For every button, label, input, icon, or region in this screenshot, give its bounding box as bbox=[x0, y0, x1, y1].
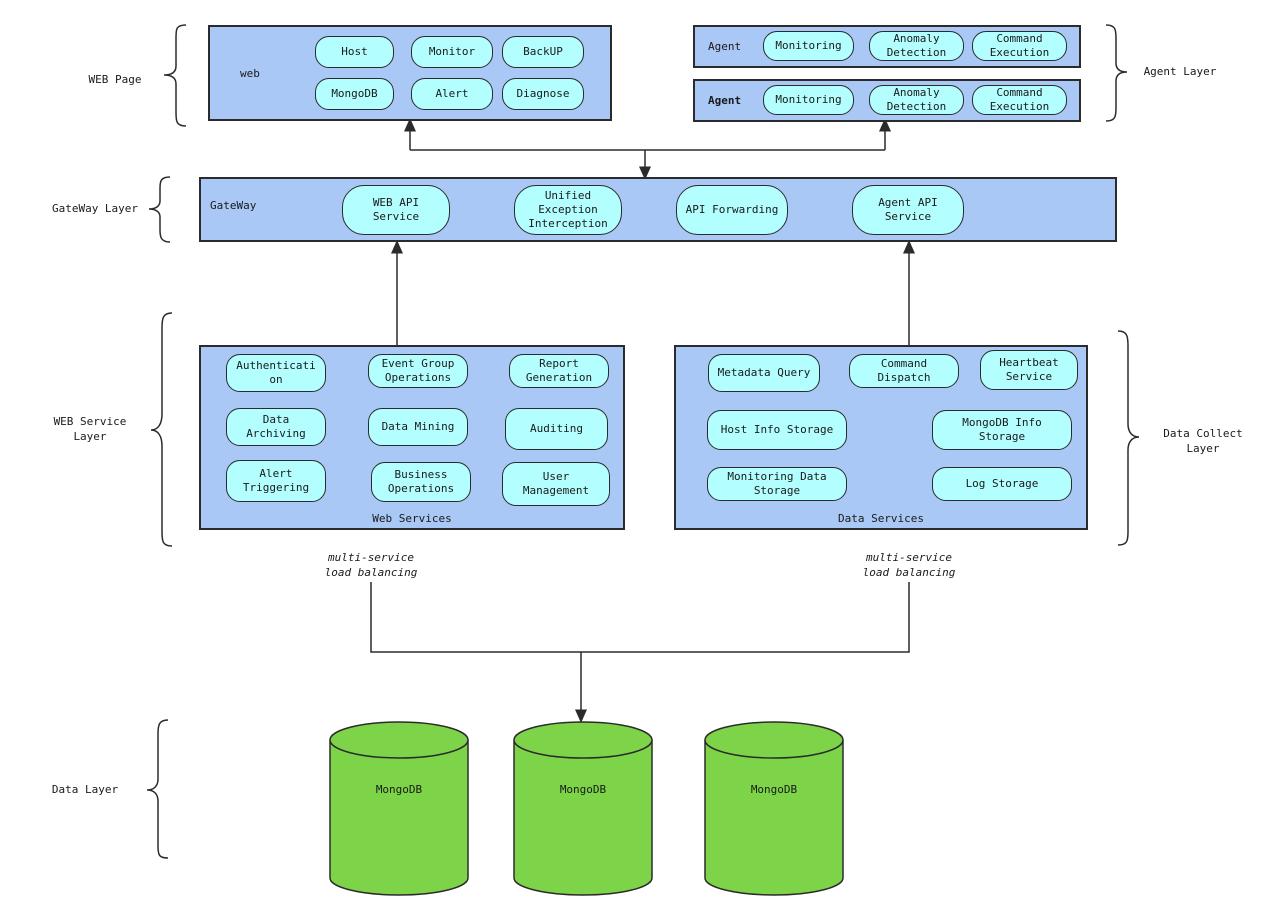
ws-item-data-mining[interactable]: Data Mining bbox=[368, 408, 468, 446]
db-label-2: MongoDB bbox=[559, 783, 607, 796]
web-item-mongodb[interactable]: MongoDB bbox=[315, 78, 394, 110]
connector-lb-db bbox=[370, 582, 910, 653]
gateway-panel bbox=[199, 177, 1117, 242]
ws-item-user-management[interactable]: User Management bbox=[502, 462, 610, 506]
ds-item-host-info-storage[interactable]: Host Info Storage bbox=[707, 410, 847, 450]
brace-web-service bbox=[150, 312, 173, 547]
web-item-host[interactable]: Host bbox=[315, 36, 394, 68]
web-item-diagnose[interactable]: Diagnose bbox=[502, 78, 584, 110]
db-cylinder-1 bbox=[329, 721, 469, 896]
agent-panel-1-label: Agent bbox=[708, 40, 742, 53]
agent2-item-anomaly-detection[interactable]: Anomaly Detection bbox=[869, 85, 964, 115]
brace-gateway bbox=[148, 176, 171, 243]
layer-label-gateway: GateWay Layer bbox=[51, 202, 139, 215]
load-balancing-label-right: multi-service load balancing bbox=[862, 551, 956, 579]
gateway-item-agent-api-service[interactable]: Agent API Service bbox=[852, 185, 964, 235]
web-panel-label: web bbox=[240, 67, 260, 80]
ds-item-mongodb-info-storage[interactable]: MongoDB Info Storage bbox=[932, 410, 1072, 450]
layer-label-data-layer: Data Layer bbox=[51, 783, 119, 796]
agent1-item-command-execution[interactable]: Command Execution bbox=[972, 31, 1067, 61]
ds-item-monitoring-data-storage[interactable]: Monitoring Data Storage bbox=[707, 467, 847, 501]
gateway-item-api-forwarding[interactable]: API Forwarding bbox=[676, 185, 788, 235]
web-item-alert[interactable]: Alert bbox=[411, 78, 493, 110]
agent-panel-2-label: Agent bbox=[708, 94, 742, 107]
load-balancing-label-left: multi-service load balancing bbox=[324, 551, 418, 579]
ds-item-heartbeat-service[interactable]: Heartbeat Service bbox=[980, 350, 1078, 390]
gateway-panel-label: GateWay bbox=[210, 199, 257, 212]
brace-data-layer bbox=[146, 719, 169, 859]
db-label-1: MongoDB bbox=[375, 783, 423, 796]
layer-label-web-page: WEB Page bbox=[88, 73, 142, 86]
brace-web-page bbox=[163, 24, 187, 127]
web-item-backup[interactable]: BackUP bbox=[502, 36, 584, 68]
agent2-item-command-execution[interactable]: Command Execution bbox=[972, 85, 1067, 115]
agent1-item-monitoring[interactable]: Monitoring bbox=[763, 31, 854, 61]
ws-item-alert-triggering[interactable]: Alert Triggering bbox=[226, 460, 326, 502]
ws-item-business-operations[interactable]: Business Operations bbox=[371, 462, 471, 502]
layer-label-web-service: WEB Service Layer bbox=[53, 415, 127, 443]
gateway-item-unified-exception-interception[interactable]: Unified Exception Interception bbox=[514, 185, 622, 235]
gateway-item-web-api-service[interactable]: WEB API Service bbox=[342, 185, 450, 235]
ds-item-metadata-query[interactable]: Metadata Query bbox=[708, 354, 820, 392]
ws-item-data-archiving[interactable]: Data Archiving bbox=[226, 408, 326, 446]
db-cylinder-3 bbox=[704, 721, 844, 896]
agent1-item-anomaly-detection[interactable]: Anomaly Detection bbox=[869, 31, 964, 61]
ws-item-auditing[interactable]: Auditing bbox=[505, 408, 608, 450]
layer-label-data-collect: Data Collect Layer bbox=[1163, 427, 1243, 455]
ws-item-authentication[interactable]: Authenticati on bbox=[226, 354, 326, 392]
ws-item-event-group-operations[interactable]: Event Group Operations bbox=[368, 354, 468, 388]
ds-item-command-dispatch[interactable]: Command Dispatch bbox=[849, 354, 959, 388]
brace-data-collect bbox=[1117, 330, 1140, 546]
web-item-monitor[interactable]: Monitor bbox=[411, 36, 493, 68]
data-services-caption: Data Services bbox=[837, 512, 925, 525]
brace-agent-layer bbox=[1105, 24, 1128, 122]
ds-item-log-storage[interactable]: Log Storage bbox=[932, 467, 1072, 501]
layer-label-agent-layer: Agent Layer bbox=[1143, 65, 1217, 78]
ws-item-report-generation[interactable]: Report Generation bbox=[509, 354, 609, 388]
agent2-item-monitoring[interactable]: Monitoring bbox=[763, 85, 854, 115]
db-label-3: MongoDB bbox=[750, 783, 798, 796]
web-services-caption: Web Services bbox=[372, 512, 452, 525]
db-cylinder-2 bbox=[513, 721, 653, 896]
